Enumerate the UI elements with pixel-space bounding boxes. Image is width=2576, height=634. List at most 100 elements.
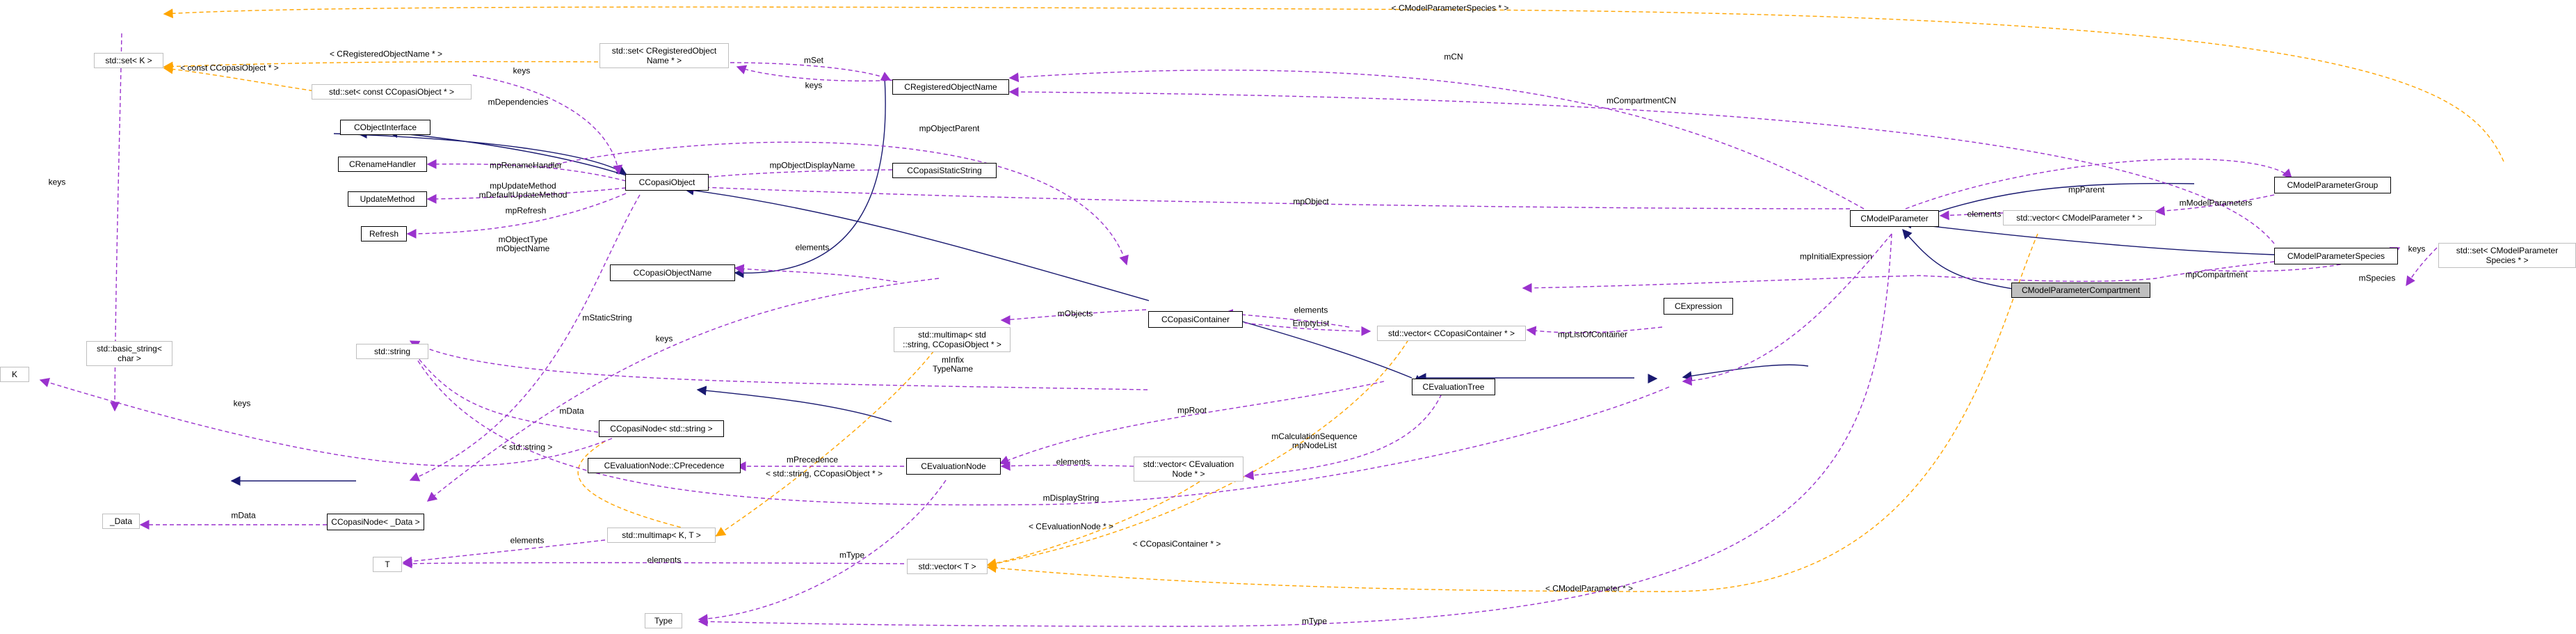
edge-usage (1243, 381, 1447, 480)
edge-inheritance (696, 386, 892, 422)
edge-label: < std::string, CCopasiObject * > (765, 468, 883, 479)
edge-label: mPrecedence (786, 454, 839, 465)
edge-template (577, 441, 718, 539)
edge-label: mSet (803, 55, 824, 65)
node-ccopasiobjectname[interactable]: CCopasiObjectName (610, 264, 735, 281)
node-refresh[interactable]: Refresh (361, 226, 407, 241)
edge-usage (542, 141, 1129, 266)
node-t[interactable]: T (373, 557, 402, 572)
edge-label: keys (2408, 244, 2426, 254)
edge-label: EmptyList (1292, 318, 1330, 328)
edge-label: mpObject (1293, 196, 1329, 207)
node-cexpression[interactable]: CExpression (1664, 298, 1733, 315)
node-data[interactable]: _Data (102, 514, 140, 529)
edge-label: mStaticString (582, 312, 632, 323)
edge-usage (1522, 261, 2275, 293)
edge-label: keys (233, 398, 251, 409)
node-cevaluationnode-cprecedence[interactable]: CEvaluationNode::CPrecedence (588, 458, 741, 473)
edge-template (986, 233, 2038, 592)
node-ccopasiobject[interactable]: CCopasiObject (625, 174, 709, 191)
edge-label: mCompartmentCN (1606, 95, 1677, 106)
edge-label: elements (1056, 457, 1090, 467)
edge-usage (1939, 210, 2004, 221)
edge-template (715, 333, 947, 537)
edge-usage (684, 182, 1851, 209)
node-ccopasistaticstring[interactable]: CCopasiStaticString (892, 163, 997, 178)
edge-label: elements (795, 242, 830, 253)
node-updatemethod[interactable]: UpdateMethod (348, 191, 427, 207)
edge-label: keys (513, 65, 531, 76)
node-cmodelparameter[interactable]: CModelParameter (1850, 210, 1939, 227)
edge-usage (472, 74, 623, 175)
edge-label: mpInitialExpression (1799, 251, 1873, 262)
edge-label: mpParent (2068, 184, 2105, 195)
node-std-string[interactable]: std::string (356, 344, 428, 359)
edge-label: keys (805, 80, 823, 90)
node-type[interactable]: Type (645, 613, 682, 628)
node-std-multimap-string-ccopasiobject[interactable]: std::multimap< std ::string, CCopasiObje… (894, 327, 1011, 352)
node-crenamehandler[interactable]: CRenameHandler (338, 157, 427, 172)
edge-label: mpObjectDisplayName (769, 160, 855, 171)
node-std-multimap-k-t[interactable]: std::multimap< K, T > (607, 528, 716, 543)
node-ccopasinode-data[interactable]: CCopasiNode< _Data > (327, 514, 424, 530)
edge-inheritance (1902, 228, 2018, 290)
edge-usage (736, 65, 894, 82)
edge-label: < CCopasiContainer * > (1132, 539, 1221, 549)
edge-template (986, 333, 1412, 569)
node-cregisteredobjectname[interactable]: CRegisteredObjectName (892, 79, 1009, 95)
node-std-vector-cmodelparameter[interactable]: std::vector< CModelParameter * > (2003, 210, 2156, 225)
edge-label: mpUpdateMethod mDefaultUpdateMethod (478, 181, 567, 200)
edge-usage (410, 347, 1670, 506)
edge-usage (1682, 233, 1892, 386)
edge-usage (426, 278, 940, 502)
node-cobjectinterface[interactable]: CObjectInterface (340, 120, 430, 135)
edge-inheritance (387, 128, 627, 176)
node-std-set-const-ccopasiobject[interactable]: std::set< const CCopasiObject * > (312, 84, 472, 100)
edge-label: mpObjectParent (919, 123, 980, 134)
edge-template (163, 61, 613, 72)
edge-usage (1008, 70, 1865, 209)
edge-label: mData (559, 406, 584, 416)
node-std-set-k[interactable]: std::set< K > (94, 53, 163, 68)
edge-inheritance (1901, 219, 2276, 255)
edge-usage (684, 169, 893, 184)
edge-usage (698, 233, 1892, 627)
node-cevaluationtree[interactable]: CEvaluationTree (1412, 379, 1495, 395)
node-cevaluationnode[interactable]: CEvaluationNode (906, 458, 1001, 475)
edge-usage (409, 194, 641, 482)
edge-label: mpRefresh (505, 205, 547, 216)
edge-label: mType (1301, 616, 1328, 626)
edge-usage (734, 264, 898, 283)
node-std-basic-string[interactable]: std::basic_string< char > (86, 341, 172, 366)
node-ccopasinode-std-string[interactable]: CCopasiNode< std::string > (599, 420, 724, 437)
node-std-vector-t[interactable]: std::vector< T > (907, 559, 988, 574)
node-cmodelparametergroup[interactable]: CModelParameterGroup (2274, 177, 2391, 193)
edge-label: < CModelParameterSpecies * > (1391, 3, 1509, 13)
edge-usage (1223, 309, 1350, 328)
edge-label: elements (647, 555, 682, 565)
edge-label: keys (655, 333, 673, 344)
edge-label: mCN (1444, 51, 1463, 62)
edge-usage (1000, 309, 1147, 325)
edge-label: < std::string > (501, 442, 553, 452)
node-std-set-cmodelparameterspecies[interactable]: std::set< CModelParameter Species * > (2438, 243, 2576, 268)
node-cmodelparametercompartment[interactable]: CModelParameterCompartment (2011, 283, 2150, 298)
node-std-vector-cevaluationnode[interactable]: std::vector< CEvaluation Node * > (1134, 457, 1243, 482)
edge-usage (39, 377, 613, 467)
edge-label: mData (231, 510, 256, 521)
edge-label: mType (839, 550, 865, 560)
node-std-set-cregisteredobjectname[interactable]: std::set< CRegisteredObject Name * > (599, 43, 729, 68)
edge-usage (1000, 461, 1134, 471)
node-cmodelparameterspecies[interactable]: CModelParameterSpecies (2274, 248, 2398, 264)
edge-inheritance (684, 185, 1150, 301)
edge-label: < CModelParameter * > (1545, 583, 1634, 594)
edge-label: keys (48, 177, 66, 187)
node-ccopasicontainer[interactable]: CCopasiContainer (1148, 311, 1243, 328)
edge-label: < CEvaluationNode * > (1028, 521, 1114, 532)
node-std-vector-ccopasicontainer[interactable]: std::vector< CCopasiContainer * > (1377, 326, 1526, 341)
edge-label: mpRoot (1177, 405, 1207, 415)
edge-label: mSpecies (2358, 273, 2396, 283)
edge-usage (402, 539, 606, 566)
node-k[interactable]: K (0, 367, 29, 382)
